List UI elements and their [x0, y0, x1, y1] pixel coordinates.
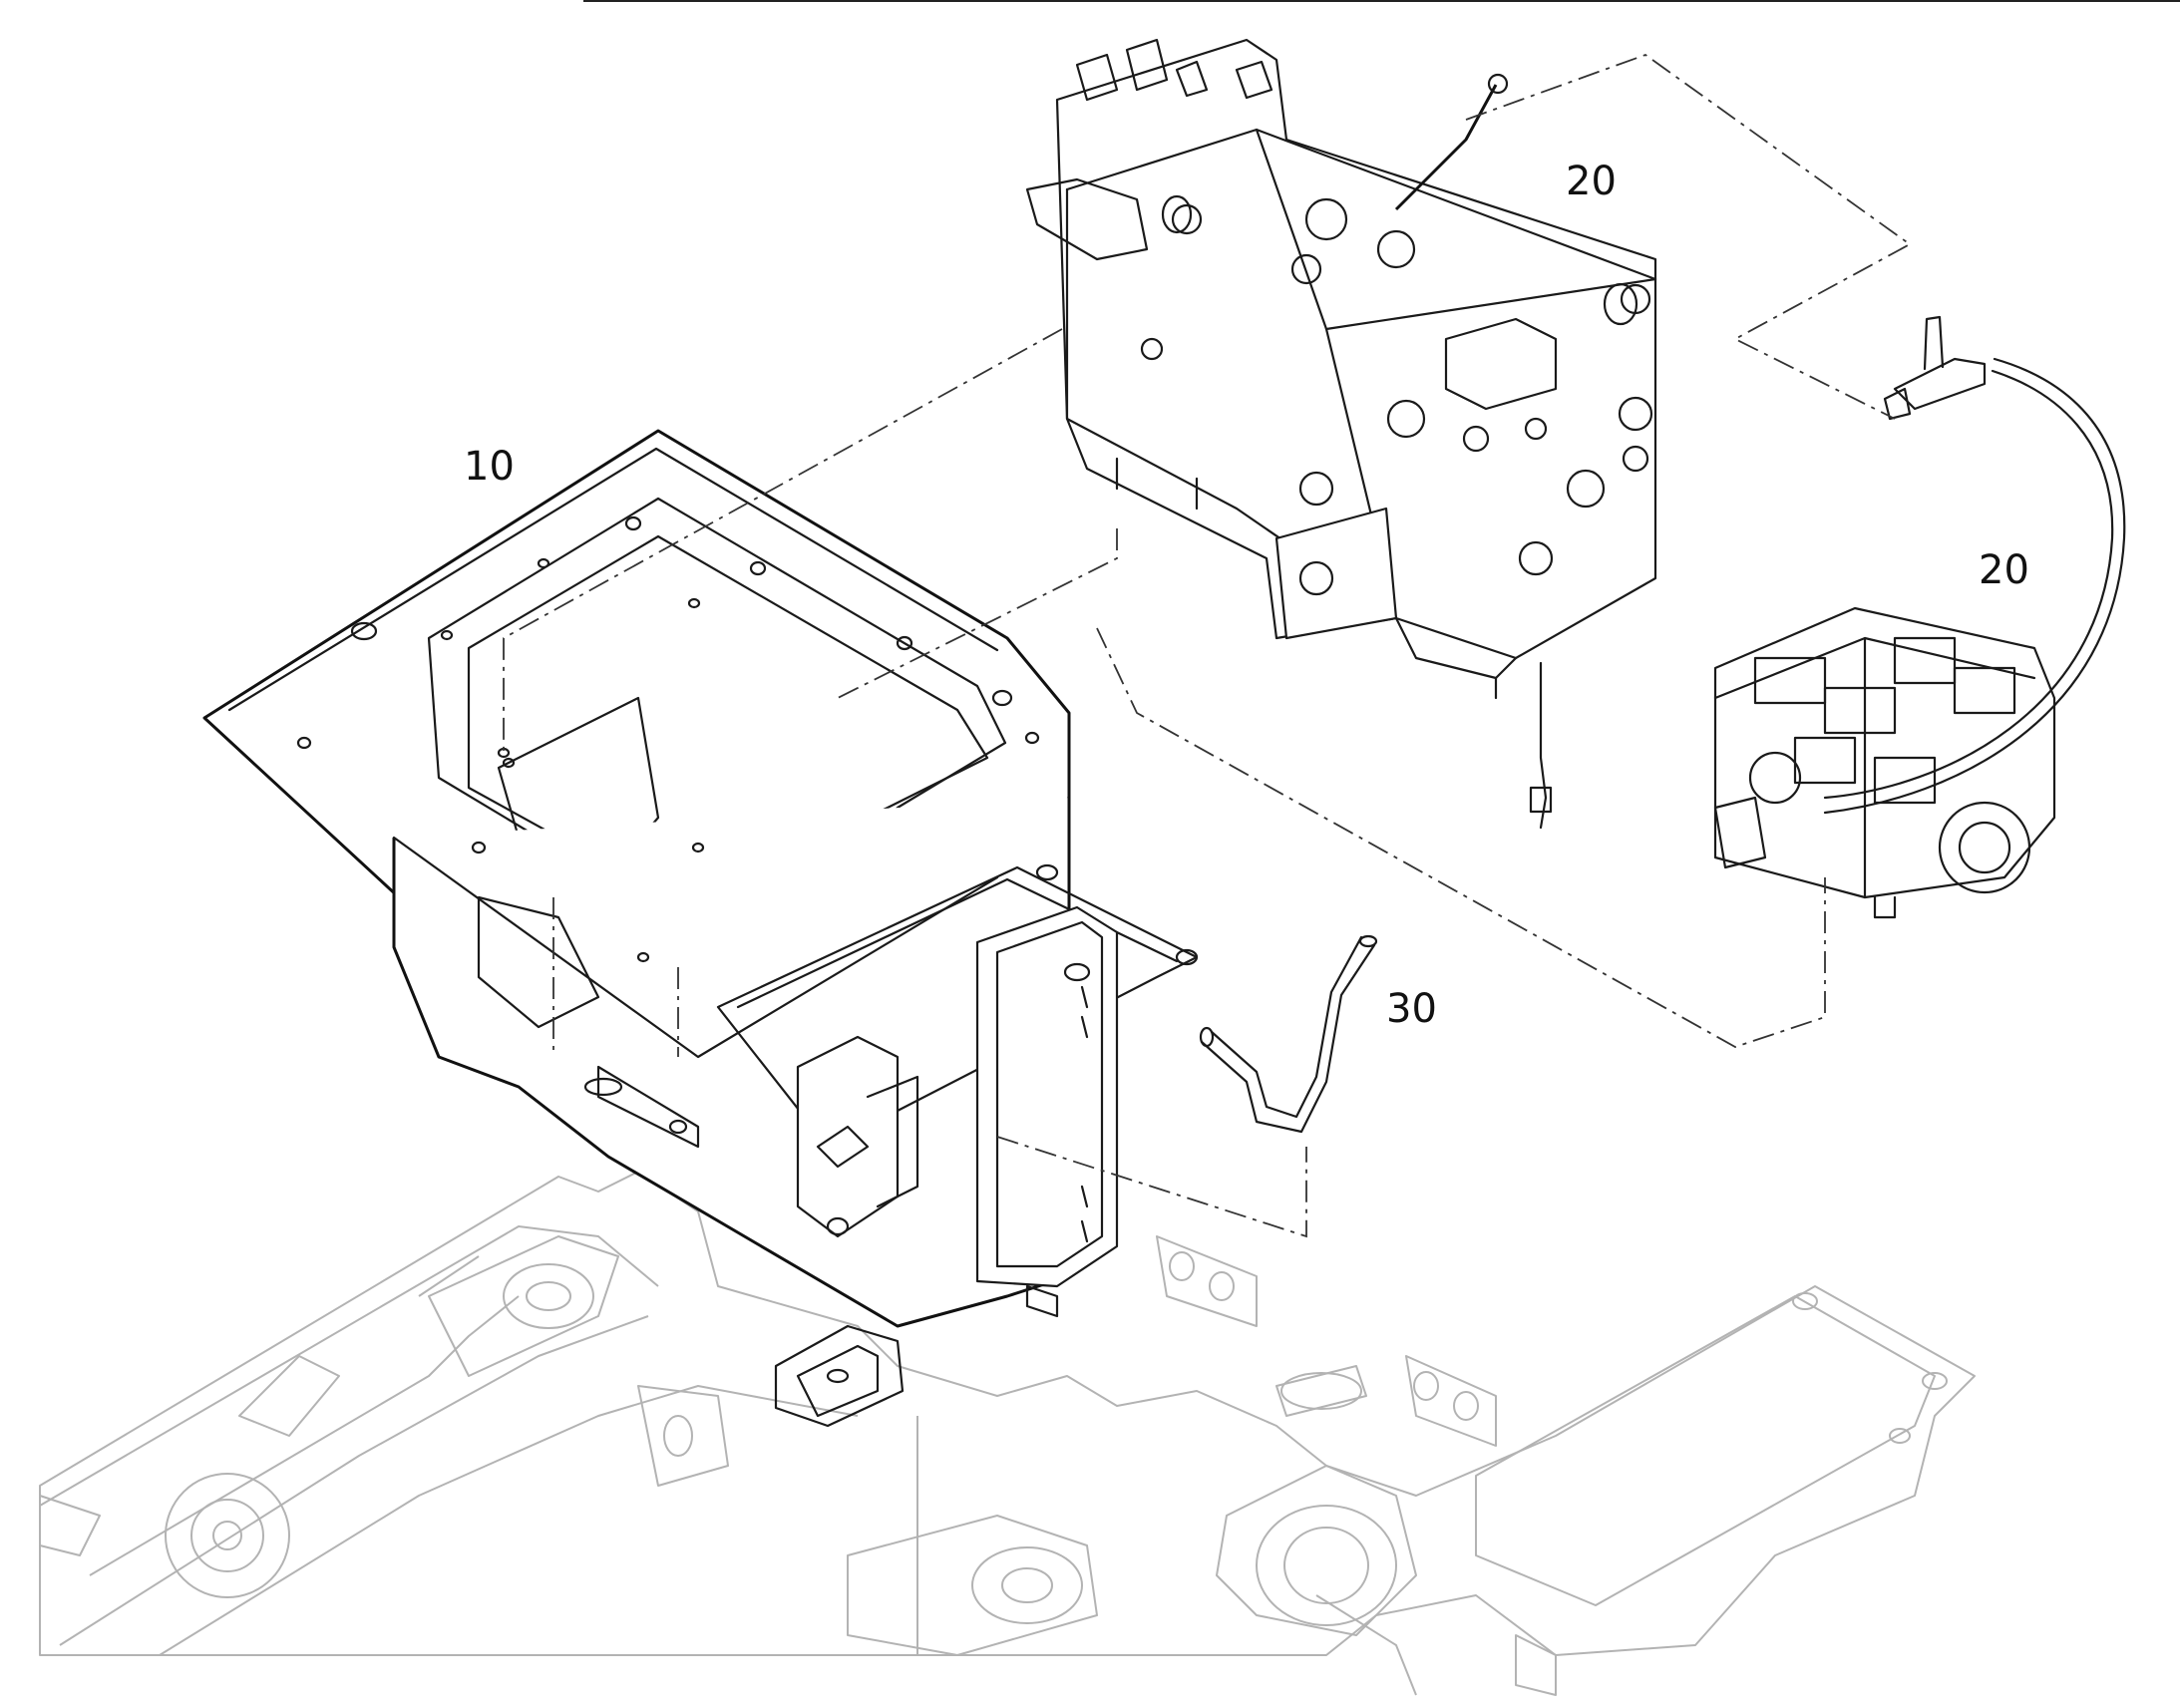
assembly-leader-lines: [503, 53, 1912, 1238]
part-20-valve-block-upper: [1025, 38, 1657, 830]
callout-20-upper: 20: [1566, 159, 1617, 204]
callout-20-lower: 20: [1979, 547, 2029, 593]
chassis-frame: [39, 1171, 1976, 1696]
callout-10: 10: [464, 444, 515, 490]
callout-30: 30: [1386, 986, 1437, 1032]
chassis-bracket: [774, 1324, 905, 1428]
part-10-mounting-box: [202, 429, 1199, 1328]
part-30-bent-tube: [1199, 934, 1378, 1134]
part-20-valve-motor-lower: [1713, 315, 2126, 919]
